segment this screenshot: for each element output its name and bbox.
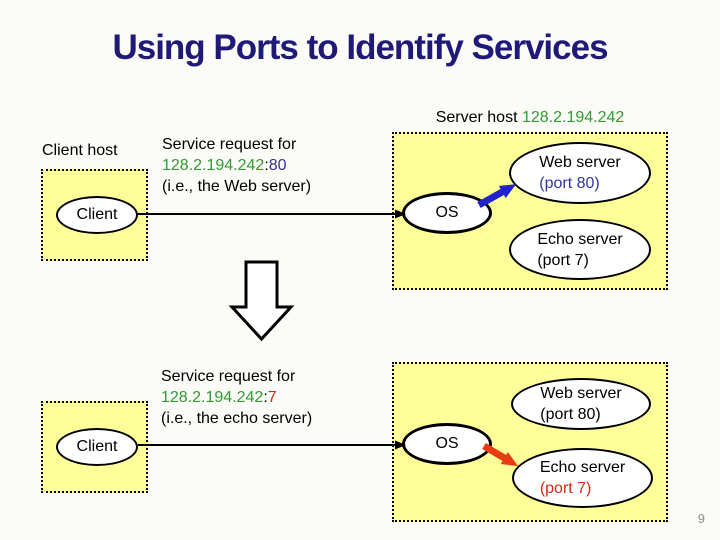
web-server-text-top: Web server (port 80) [539,152,621,194]
server-host-label-text: Server host [435,109,522,126]
request-bottom-line3: (i.e., the echo server) [161,410,313,427]
request-bottom-line2: 128.2.194.242:7 [161,387,312,408]
echo-server-port-top: (port 7) [537,251,589,269]
client-ellipse-top: Client [56,196,138,234]
request-bottom-port: 7 [267,389,277,406]
request-top-ip: 128.2.194.242 [162,157,265,174]
web-server-name-bottom: Web server [540,385,622,402]
slide-title: Using Ports to Identify Services [112,28,608,67]
os-label-top: OS [435,204,459,221]
request-bottom-ip: 128.2.194.242 [161,389,264,406]
request-top-line2: 128.2.194.242:80 [162,155,311,176]
server-host-ip: 128.2.194.242 [521,109,625,126]
echo-server-text-bottom: Echo server (port 7) [540,457,625,499]
web-server-ellipse-top: Web server (port 80) [509,142,651,204]
client-host-label: Client host [42,142,118,159]
os-ellipse-top: OS [402,192,492,234]
os-ellipse-bottom: OS [402,423,492,465]
service-request-text-top: Service request for 128.2.194.242:80 (i.… [162,134,311,197]
request-top-line3: (i.e., the Web server) [162,178,312,195]
client-ellipse-bottom: Client [56,428,138,466]
big-down-arrow-icon [228,260,295,342]
web-server-port-top: (port 80) [539,175,600,192]
server-host-label: Server host 128.2.194.242 [392,109,668,127]
page-number: 9 [697,511,705,526]
request-top-colon: : [264,157,269,174]
web-server-port-bottom: (port 80) [540,406,601,423]
echo-server-text-top: Echo server (port 7) [537,229,622,271]
request-bottom-colon: : [263,389,268,406]
service-request-text-bottom: Service request for 128.2.194.242:7 (i.e… [161,366,312,429]
os-label-bottom: OS [435,435,459,452]
request-top-port: 80 [268,157,287,174]
echo-server-ellipse-top: Echo server (port 7) [509,219,651,280]
echo-server-port-bottom: (port 7) [539,480,592,497]
echo-server-name-bottom: Echo server [539,459,626,476]
echo-server-ellipse-bottom: Echo server (port 7) [512,448,653,508]
web-server-name-top: Web server [539,154,621,171]
client-label-top: Client [76,206,118,223]
web-server-ellipse-bottom: Web server (port 80) [511,378,651,430]
echo-server-name-top: Echo server [537,230,623,248]
client-label-bottom: Client [76,438,118,455]
web-server-text-bottom: Web server (port 80) [540,383,622,425]
request-top-line1: Service request for [162,136,297,153]
request-bottom-line1: Service request for [161,368,296,385]
